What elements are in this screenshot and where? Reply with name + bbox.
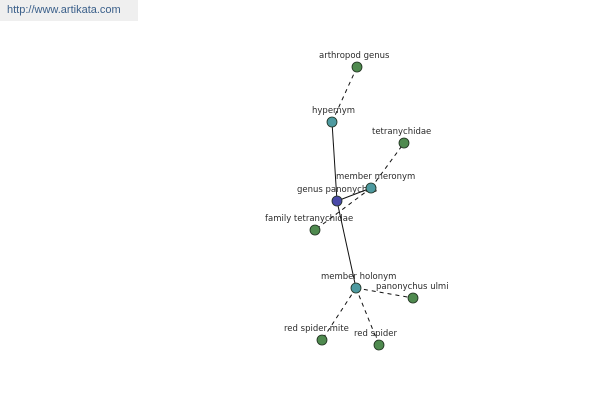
edge-member-meronym-to-tetranychidae [370,142,405,189]
node-label-hypernym[interactable]: hypernym [312,106,355,116]
edge-genus-to-member-meronym [336,187,372,202]
node-label-red-spider-mite[interactable]: red spider mite [284,324,349,334]
node-red-spider-mite[interactable] [316,334,328,346]
edge-member-holonym-to-panonychus-ulmi [355,287,414,299]
node-member-meronym[interactable] [365,182,377,194]
node-tetranychidae[interactable] [398,137,410,149]
graph-nodes: genus panonychus hypernym arthropod genus m… [265,51,449,351]
url-banner: http://www.artikata.com [0,0,138,21]
edge-genus-to-member-holonym [336,200,357,289]
node-label-arthropod[interactable]: arthropod genus [319,51,390,61]
node-genus[interactable] [331,195,343,207]
site-url-link[interactable]: http://www.artikata.com [7,4,121,16]
node-label-panonychus-ulmi[interactable]: panonychus ulmi [376,282,449,292]
node-label-member-holonym[interactable]: member holonym [321,272,396,282]
node-arthropod[interactable] [351,61,363,73]
node-label-red-spider[interactable]: red spider [354,329,397,339]
edge-hypernym-to-arthropod [331,66,358,123]
node-label-family[interactable]: family tetranychidae [265,214,353,224]
edge-member-holonym-to-red-spider [355,287,380,346]
node-label-tetranychidae[interactable]: tetranychidae [372,127,431,137]
node-label-genus[interactable]: genus panonychus [297,185,378,195]
graph-edges [314,66,414,346]
node-family[interactable] [309,224,321,236]
node-hypernym[interactable] [326,116,338,128]
edge-member-meronym-to-family [314,187,372,231]
node-panonychus-ulmi[interactable] [407,292,419,304]
edge-member-holonym-to-red-spider-mite [321,287,357,341]
node-red-spider[interactable] [373,339,385,351]
node-label-member-meronym[interactable]: member meronym [336,172,415,182]
node-member-holonym[interactable] [350,282,362,294]
edge-genus-to-hypernym [331,121,338,202]
